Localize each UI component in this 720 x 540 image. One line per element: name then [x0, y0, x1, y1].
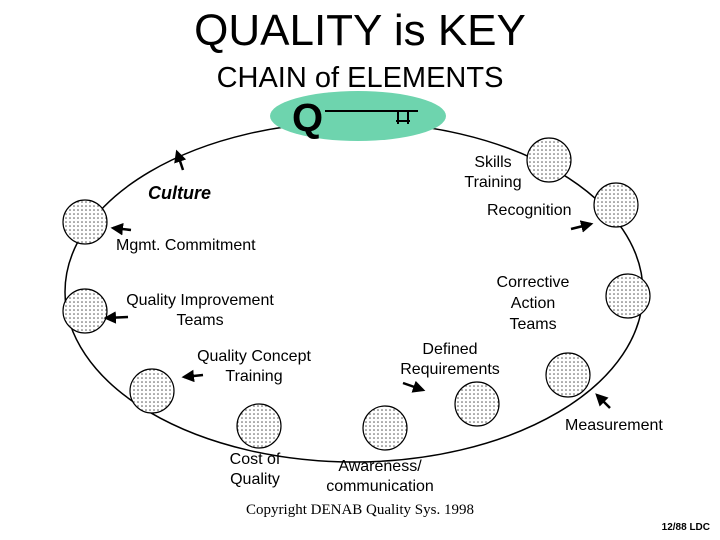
- arrow-icon: [570, 220, 594, 233]
- q-letter-icon: Q: [292, 96, 323, 140]
- slide-title: QUALITY is KEY: [194, 6, 526, 55]
- slide-subtitle: CHAIN of ELEMENTS: [216, 62, 504, 94]
- key-shaft-icon: [325, 110, 418, 124]
- chain-link: [526, 137, 572, 183]
- label-defined-requirements: Defined Requirements: [400, 341, 500, 378]
- chain-link: [362, 405, 408, 451]
- label-quality-improvement-teams: Quality Improvement Teams: [126, 292, 274, 329]
- label-skills-training: Skills Training: [464, 154, 522, 191]
- label-awareness-communication: Awareness/ communication: [326, 458, 434, 495]
- slide-number: 12/88 LDC: [661, 522, 710, 533]
- label-mgmt-commitment: Mgmt. Commitment: [116, 237, 256, 254]
- arrow-icon: [103, 311, 129, 324]
- arrow-icon: [174, 149, 187, 171]
- chain-link: [236, 403, 282, 449]
- key-badge: [270, 91, 446, 141]
- chain-link: [545, 352, 591, 398]
- chain-link: [593, 182, 639, 228]
- copyright-notice: Copyright DENAB Quality Sys. 1998: [246, 502, 474, 518]
- element-arrows: [103, 149, 611, 409]
- label-cost-of-quality: Cost of Quality: [229, 451, 281, 488]
- chain-links: [62, 137, 651, 451]
- chain-link: [62, 199, 108, 245]
- label-culture: Culture: [148, 183, 211, 203]
- arrow-icon: [110, 222, 132, 236]
- arrow-icon: [595, 393, 611, 409]
- chain-link: [62, 288, 108, 334]
- label-quality-concept-training: Quality Concept Training: [197, 348, 311, 385]
- arrow-icon: [402, 380, 426, 393]
- chain-link: [129, 368, 175, 414]
- label-measurement: Measurement: [565, 417, 663, 434]
- chain-link: [454, 381, 500, 427]
- chain-link: [605, 273, 651, 319]
- label-recognition: Recognition: [487, 202, 572, 219]
- arrow-icon: [181, 369, 204, 383]
- label-corrective-action-teams: Corrective Action Teams: [496, 274, 570, 333]
